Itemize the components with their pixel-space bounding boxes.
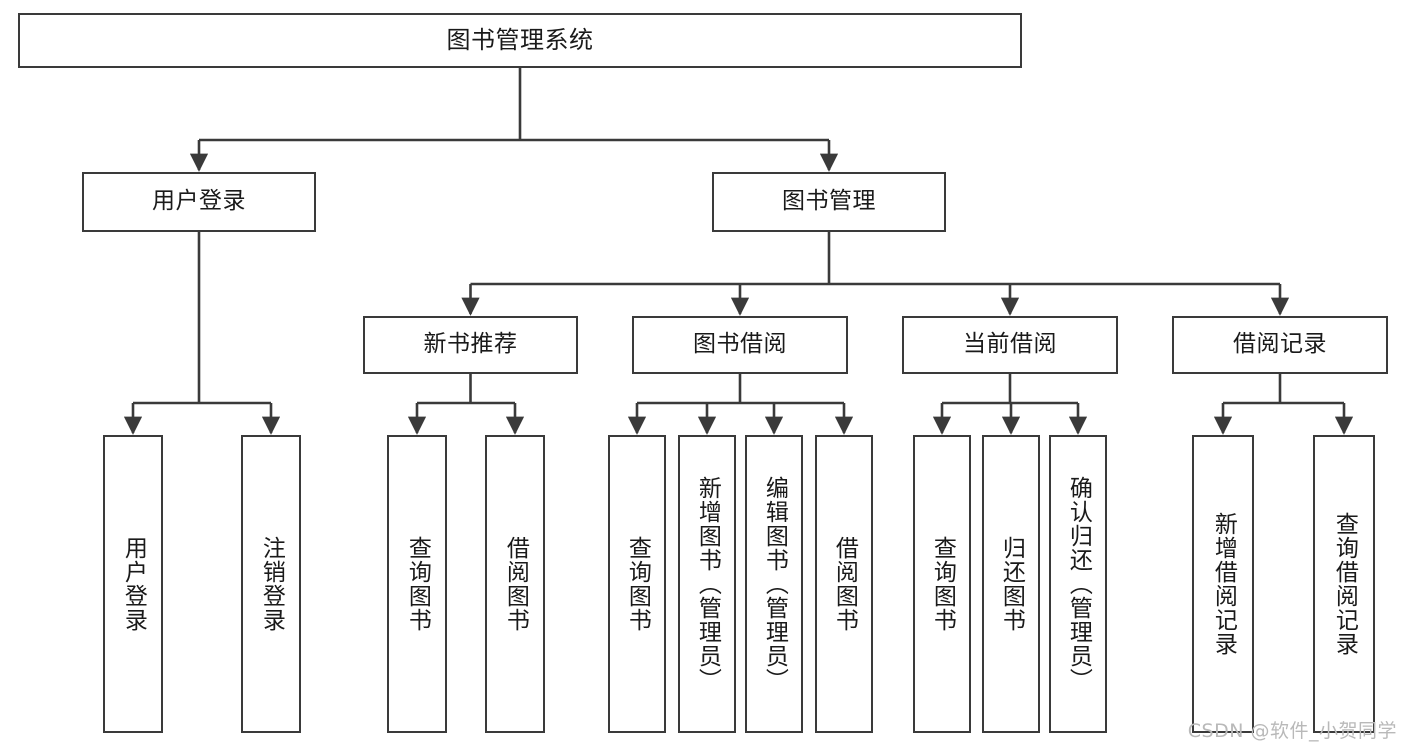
node-login[interactable]: 用户登录	[82, 172, 316, 232]
node-label-newbook-2: 借阅图书	[502, 536, 529, 632]
node-records-1[interactable]: 新增借阅记录	[1192, 435, 1254, 733]
node-label-login-2: 注销登录	[258, 536, 285, 632]
node-label-root: 图书管理系统	[446, 26, 594, 55]
node-borrow[interactable]: 图书借阅	[632, 316, 848, 374]
node-root[interactable]: 图书管理系统	[18, 13, 1022, 68]
node-current[interactable]: 当前借阅	[902, 316, 1118, 374]
node-current-3[interactable]: 确认归还（管理员）	[1049, 435, 1107, 733]
node-label-current: 当前借阅	[963, 331, 1057, 358]
node-label-login: 用户登录	[152, 188, 246, 215]
node-bookmgmt[interactable]: 图书管理	[712, 172, 946, 232]
node-label-borrow-3: 编辑图书（管理员）	[761, 476, 788, 692]
node-login-2[interactable]: 注销登录	[241, 435, 301, 733]
node-current-2[interactable]: 归还图书	[982, 435, 1040, 733]
node-borrow-4[interactable]: 借阅图书	[815, 435, 873, 733]
node-label-newbook: 新书推荐	[423, 331, 518, 358]
node-label-borrow: 图书借阅	[693, 331, 787, 358]
node-label-newbook-1: 查询图书	[404, 536, 431, 632]
node-login-1[interactable]: 用户登录	[103, 435, 163, 733]
node-newbook-1[interactable]: 查询图书	[387, 435, 447, 733]
node-label-bookmgmt: 图书管理	[782, 188, 876, 215]
node-records[interactable]: 借阅记录	[1172, 316, 1388, 374]
node-newbook[interactable]: 新书推荐	[363, 316, 578, 374]
node-label-borrow-4: 借阅图书	[831, 536, 858, 632]
node-label-records-2: 查询借阅记录	[1331, 512, 1358, 656]
node-label-records-1: 新增借阅记录	[1210, 512, 1237, 656]
node-borrow-3[interactable]: 编辑图书（管理员）	[745, 435, 803, 733]
node-label-records: 借阅记录	[1233, 331, 1327, 358]
node-label-borrow-2: 新增图书（管理员）	[694, 476, 721, 692]
node-label-login-1: 用户登录	[120, 536, 147, 632]
node-records-2[interactable]: 查询借阅记录	[1313, 435, 1375, 733]
node-borrow-2[interactable]: 新增图书（管理员）	[678, 435, 736, 733]
node-label-current-3: 确认归还（管理员）	[1065, 476, 1092, 692]
node-current-1[interactable]: 查询图书	[913, 435, 971, 733]
watermark: CSDN @软件_小贺同学	[1187, 720, 1397, 742]
node-label-borrow-1: 查询图书	[624, 536, 651, 632]
node-label-current-1: 查询图书	[929, 536, 956, 632]
node-label-current-2: 归还图书	[998, 536, 1025, 632]
node-newbook-2[interactable]: 借阅图书	[485, 435, 545, 733]
node-borrow-1[interactable]: 查询图书	[608, 435, 666, 733]
